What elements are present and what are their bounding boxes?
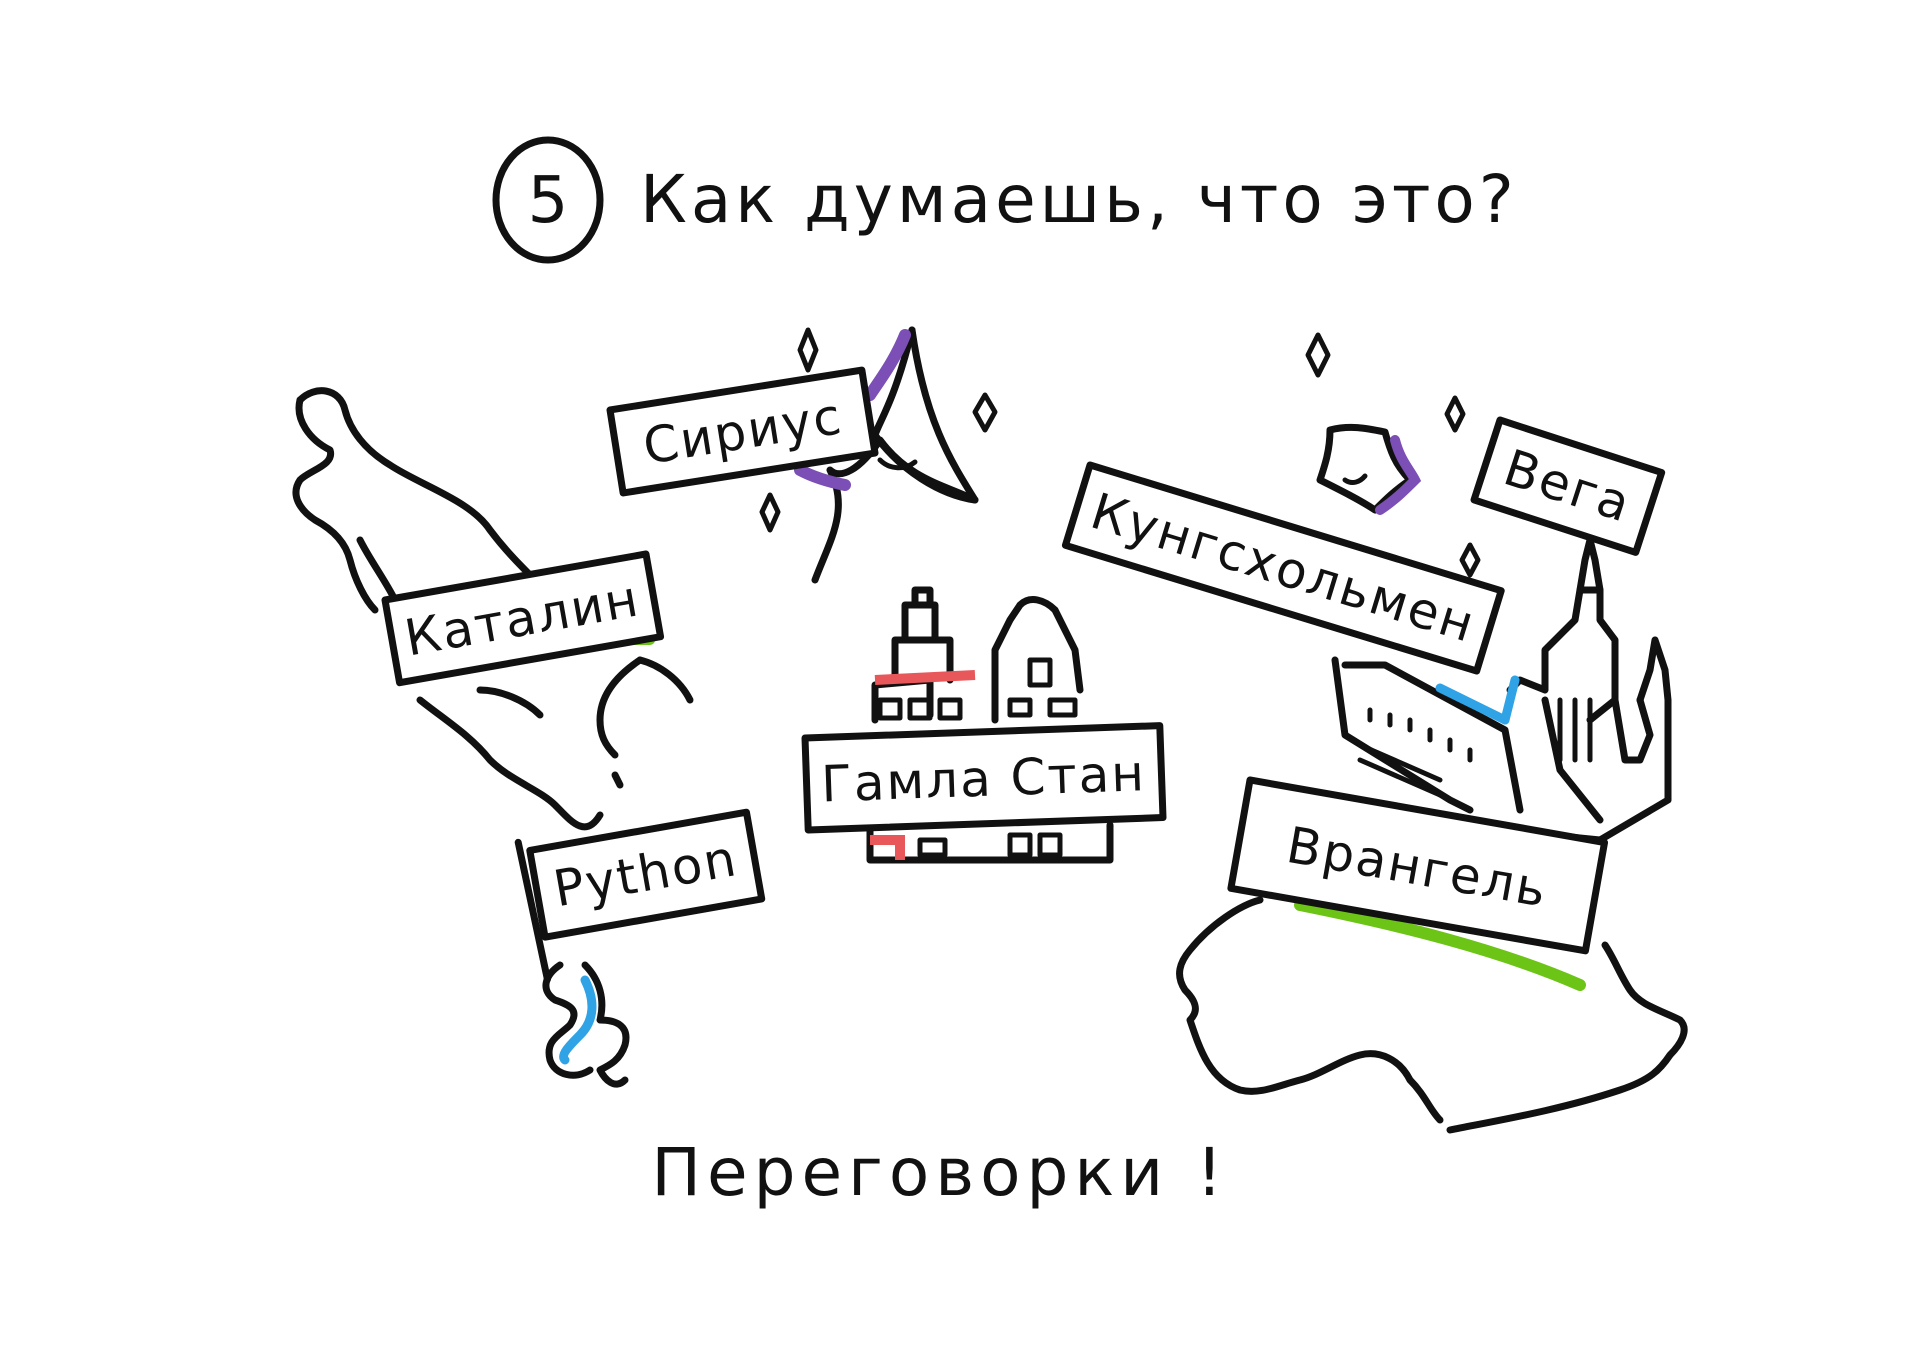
- vega-star-drawing: [1305, 332, 1481, 578]
- flag-pole: [514, 838, 551, 983]
- label-box: [801, 722, 1167, 834]
- sirius-star-drawing: [759, 326, 998, 584]
- purple-highlight: [1375, 435, 1422, 515]
- title-question: Как думаешь, что это?: [640, 161, 1518, 238]
- sparkle-icon: [972, 392, 998, 433]
- sparkle-icon: [797, 327, 819, 373]
- label-python: Python: [514, 808, 766, 983]
- label-vega: Вега: [1470, 416, 1666, 556]
- label-box: [1470, 416, 1666, 556]
- label-box: [1227, 776, 1609, 955]
- answer-text: Переговорки !: [651, 1134, 1228, 1211]
- green-highlight: [1294, 899, 1586, 991]
- blue-highlight: [559, 975, 597, 1065]
- label-sirius: Сириус: [606, 366, 879, 497]
- python-snake-drawing: [542, 961, 630, 1088]
- blue-highlight: [1500, 675, 1520, 725]
- label-box: [381, 550, 665, 687]
- red-highlight: [870, 835, 905, 860]
- label-gamla-stan-text: Гамла Стан: [820, 744, 1147, 813]
- purple-highlight: [794, 464, 851, 491]
- wrangel-island-drawing: [1176, 896, 1688, 1134]
- label-box: [606, 366, 879, 497]
- purple-highlight: [864, 329, 911, 401]
- blue-highlight: [1435, 683, 1510, 725]
- sparkle-icon: [759, 492, 781, 533]
- sparkle-icon: [1305, 332, 1331, 378]
- label-box: [526, 808, 766, 941]
- title-number: 5: [528, 164, 569, 238]
- label-wrangel: Врангель: [1227, 776, 1609, 955]
- label-gamla-stan: Гамла Стан: [801, 722, 1167, 834]
- sparkle-icon: [1444, 395, 1466, 433]
- number-circle: [492, 136, 604, 264]
- city-hall-drawing: [1331, 536, 1672, 844]
- label-catalina: Каталин: [381, 550, 665, 687]
- label-kungsholmen: Кунгсхольмен: [1061, 461, 1505, 675]
- sparkle-icon: [1459, 542, 1481, 578]
- label-box: [1061, 461, 1505, 675]
- gamla-stan-drawing: [866, 586, 1114, 864]
- red-highlight: [874, 670, 976, 685]
- title: 5 Как думаешь, что это?: [492, 136, 1518, 264]
